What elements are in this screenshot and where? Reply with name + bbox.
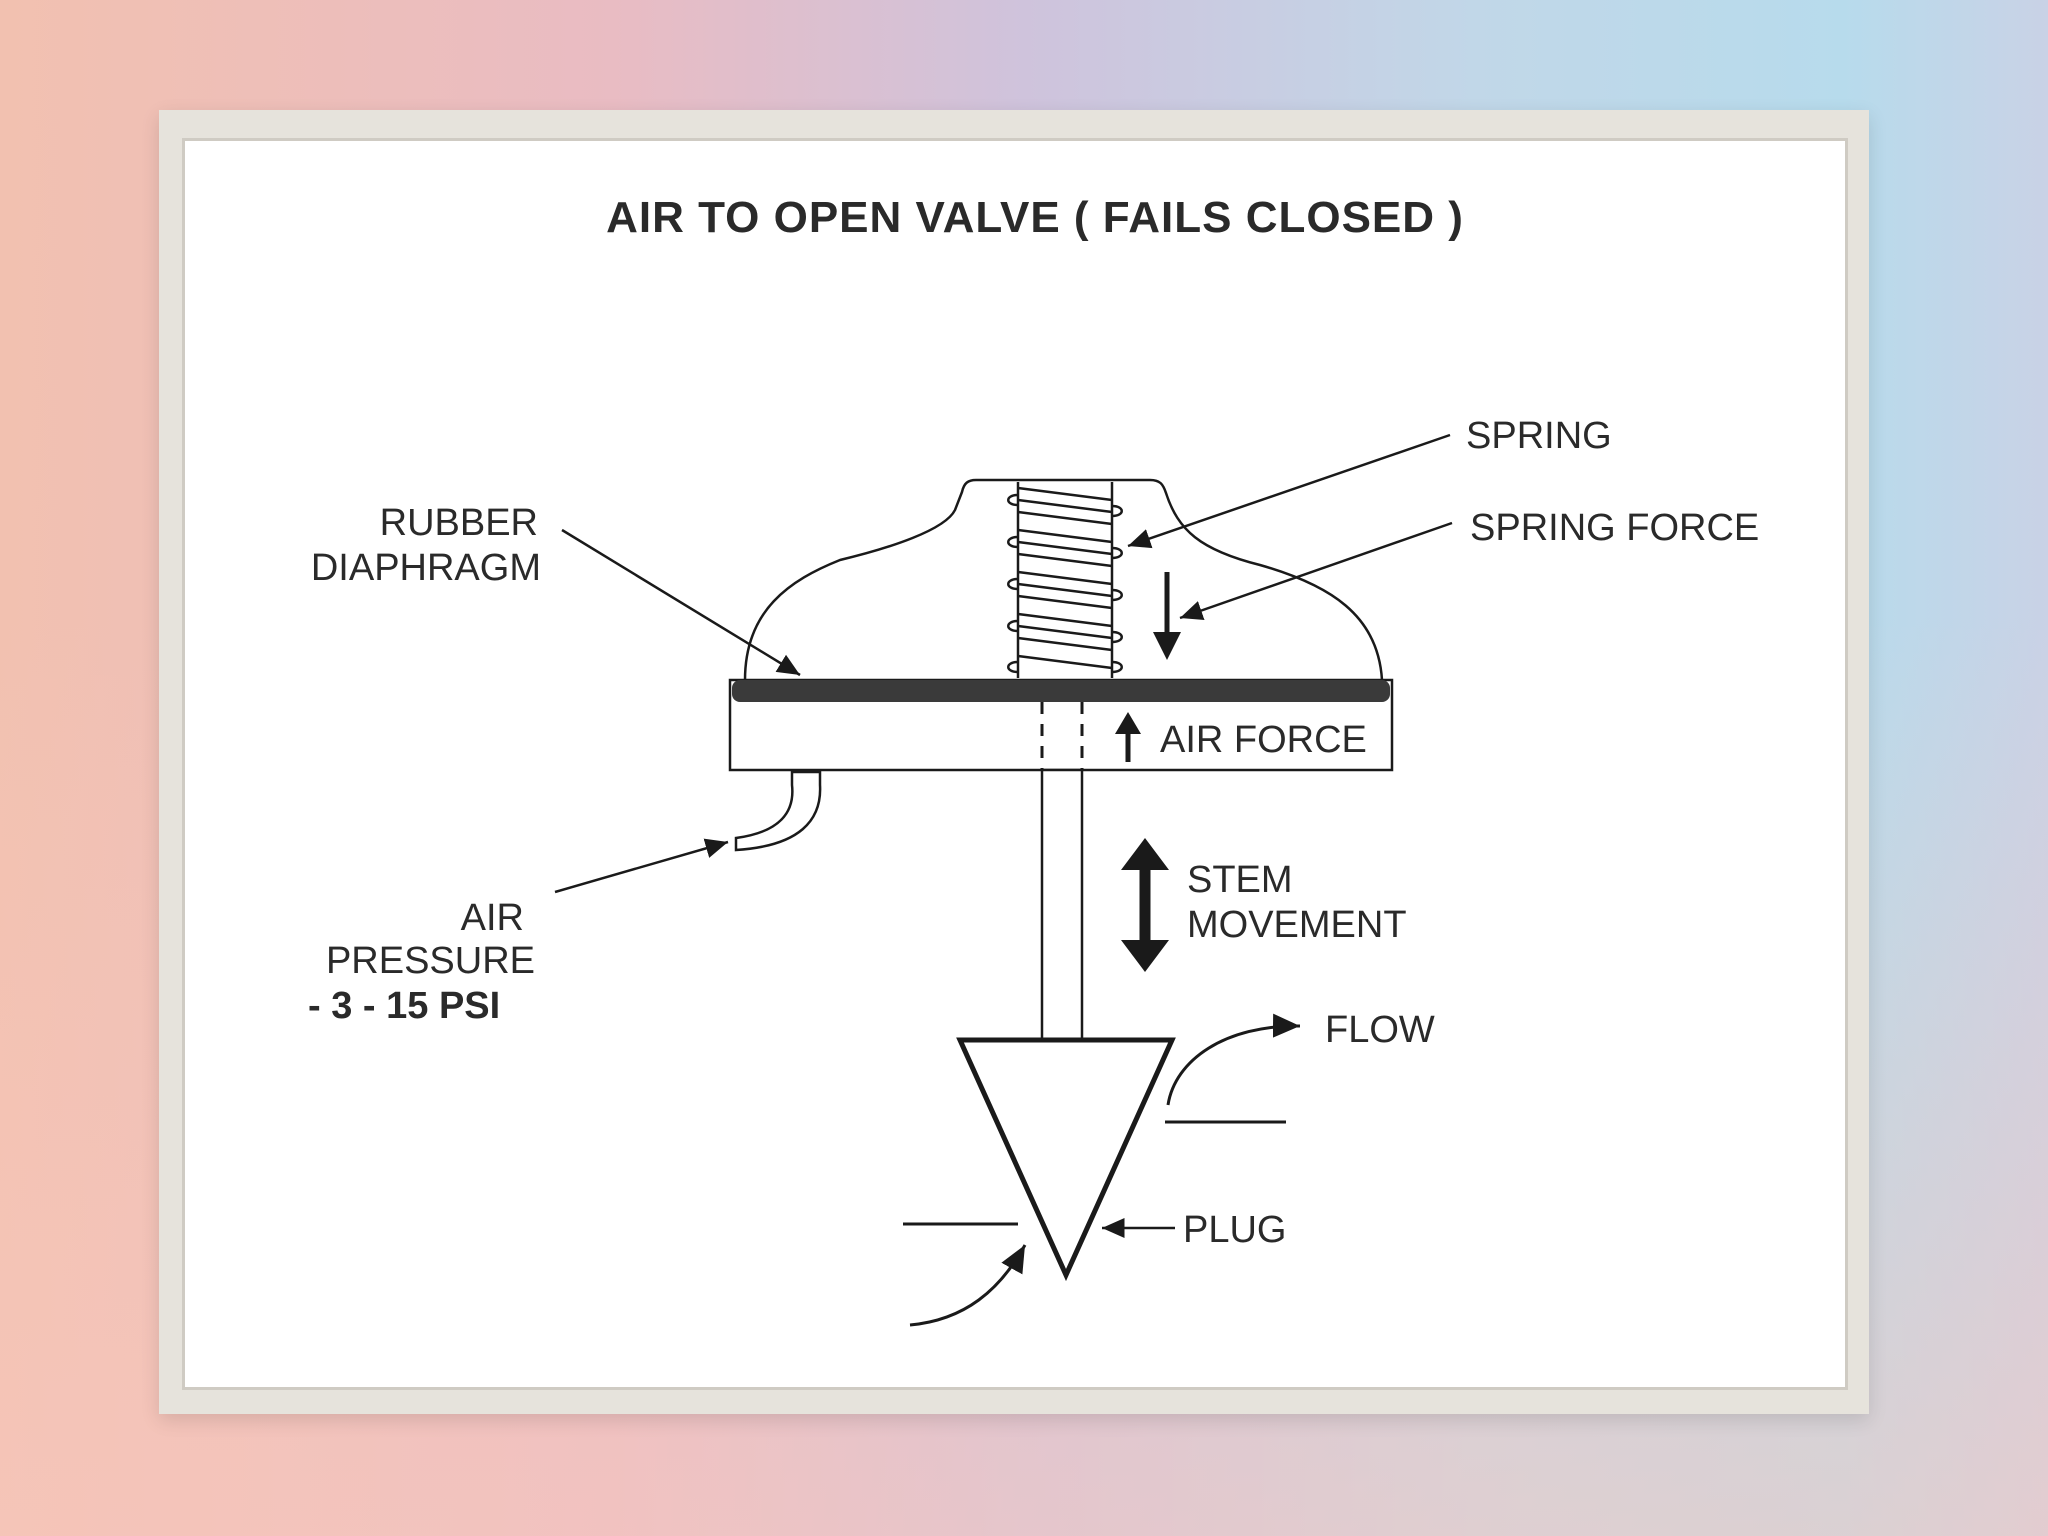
label-flow: FLOW [1325,1009,1435,1051]
bonnet-housing [743,478,1384,681]
air-force-arrow [1115,712,1141,762]
spring-leader-arrow [1127,433,1451,549]
label-air-force: AIR FORCE [1160,719,1367,761]
label-stem: STEM [1187,859,1293,901]
diagram-title: AIR TO OPEN VALVE ( FAILS CLOSED ) [606,193,1464,242]
valve-plug [956,1037,1176,1282]
air-pressure-leader-arrow [554,838,729,894]
label-plug: PLUG [1183,1209,1286,1251]
label-diaphragm: DIAPHRAGM [311,547,541,589]
air-inlet-pipe [734,770,822,852]
picture-frame [159,110,1869,1414]
flow-in-arrow [909,1244,1027,1327]
flow-out-arrow [1166,1013,1301,1106]
label-pressure: PRESSURE [326,940,535,982]
diagram-panel [182,138,1848,1390]
rubber-diaphragm [732,680,1390,702]
label-rubber: RUBBER [380,502,538,544]
label-spring: SPRING [1466,415,1612,457]
spring [1007,482,1123,678]
stem-movement-arrow [1121,838,1169,972]
spring-force-leader-arrow [1179,521,1453,621]
diaphragm-leader-arrow [561,528,801,677]
spring-force-arrow [1153,572,1181,660]
label-spring-force: SPRING FORCE [1470,507,1759,549]
label-psi-range: - 3 - 15 PSI [308,985,500,1027]
label-air: AIR [461,897,524,939]
valve-stem [1040,768,1084,1042]
label-movement: MOVEMENT [1187,904,1407,946]
